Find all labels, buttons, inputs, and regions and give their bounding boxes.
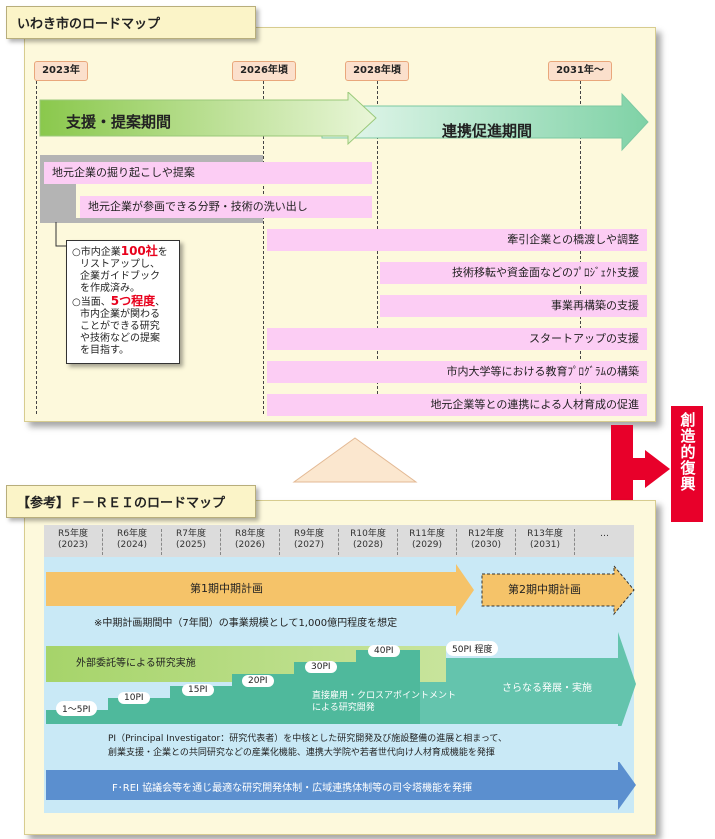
red-connector-arrow xyxy=(611,425,670,517)
note-box: ○市内企業100社を リストアップし、 企業ガイドブック を作成済み。 ○当面、… xyxy=(66,240,180,364)
budget-note: ※中期計画期間中（7年間）の事業規模として1,000億円程度を想定 xyxy=(94,618,398,629)
fiscal-year-label: R5年度 xyxy=(58,529,88,539)
plan2-label: 第2期中期計画 xyxy=(508,583,581,596)
plan1-arrow xyxy=(46,564,474,616)
fiscal-year-number: (2023) xyxy=(58,540,88,550)
fiscal-year-cell: R8年度(2026) xyxy=(221,529,280,555)
pi-step-label: 15PI xyxy=(182,684,214,696)
fiscal-year-cell: R13年度(2031) xyxy=(516,529,575,555)
timeline-line-2023 xyxy=(36,81,37,414)
phase-arrows xyxy=(39,92,649,152)
fiscal-year-number: (2029) xyxy=(412,540,442,550)
direct-employment-label: 直接雇用・クロスアポイントメント による研究開発 xyxy=(312,691,457,713)
bar-project-support: 技術移転や資金面などのﾌﾟﾛｼﾞｪｸﾄ支援 xyxy=(380,262,647,284)
fiscal-year-cell: R6年度(2024) xyxy=(103,529,162,555)
plan1-label: 第1期中期計画 xyxy=(190,582,263,595)
pi-desc-box xyxy=(50,726,630,762)
iwaki-roadmap-title: いわき市のロードマップ xyxy=(6,6,256,39)
fiscal-year-label: R6年度 xyxy=(117,529,147,539)
phase2-arrow xyxy=(321,92,649,152)
pi-step-label: 20PI xyxy=(242,675,274,687)
fiscal-year-number: (2024) xyxy=(117,540,147,550)
fiscal-year-cell: R11年度(2029) xyxy=(398,529,457,555)
fiscal-year-cell: R10年度(2028) xyxy=(339,529,398,555)
year-2028: 2028年頃 xyxy=(345,61,409,81)
further-label: さらなる発展・実施 xyxy=(502,683,592,694)
year-2026: 2026年頃 xyxy=(232,61,296,81)
gray-bracket-bottom xyxy=(40,218,263,223)
fiscal-year-header xyxy=(44,525,634,557)
bar-hr-development: 地元企業等との連携による人材育成の促進 xyxy=(267,394,647,416)
fiscal-year-label: R13年度 xyxy=(527,529,563,539)
bar-startup: スタートアップの支援 xyxy=(267,328,647,350)
pi-description: PI（Principal Investigator：研究代表者）を中核とした研究… xyxy=(108,734,507,758)
fiscal-year-cell: R12年度(2030) xyxy=(457,529,516,555)
pi-step-label: 30PI xyxy=(305,661,337,673)
pi-step-label: 10PI xyxy=(118,692,150,704)
frei-roadmap-title: 【参考】Ｆ－ＲＥＩのロードマップ xyxy=(6,485,256,518)
command-arrow xyxy=(46,760,636,810)
bar-discovery: 地元企業の掘り起こしや提案 xyxy=(44,162,372,184)
bar-fields: 地元企業が参画できる分野・技術の洗い出し xyxy=(80,196,372,218)
pi-step-label: 40PI xyxy=(368,645,400,657)
fiscal-year-number: (2026) xyxy=(235,540,265,550)
timeline-line-2026 xyxy=(263,81,264,414)
fiscal-year-label: R12年度 xyxy=(468,529,504,539)
external-label: 外部委託等による研究実施 xyxy=(76,658,196,669)
phase1-arrow xyxy=(39,92,377,146)
fiscal-year-number: (2031) xyxy=(530,540,560,550)
plan2-arrow xyxy=(481,564,635,616)
fiscal-year-number: (2030) xyxy=(471,540,501,550)
fiscal-year-number: (2027) xyxy=(294,540,324,550)
phase1-label: 支援・提案期間 xyxy=(66,113,172,131)
fiscal-year-label: R8年度 xyxy=(235,529,265,539)
fiscal-year-cell: R7年度(2025) xyxy=(162,529,221,555)
pi-step-label: 1～5PI xyxy=(56,701,97,716)
fiscal-year-cell: … xyxy=(575,529,634,555)
fiscal-year-label: … xyxy=(600,529,609,539)
pi-step-label: 50PI 程度 xyxy=(446,641,499,656)
fiscal-year-label: R10年度 xyxy=(350,529,386,539)
year-2031: 2031年～ xyxy=(548,61,612,81)
bar-restructuring: 事業再構築の支援 xyxy=(380,295,647,317)
further-arrow xyxy=(420,632,636,736)
fiscal-year-row: R5年度(2023)R6年度(2024)R7年度(2025)R8年度(2026)… xyxy=(44,525,634,557)
note-connector xyxy=(55,222,68,247)
gray-bracket-top xyxy=(40,155,263,162)
fiscal-year-cell: R5年度(2023) xyxy=(44,529,103,555)
fiscal-year-label: R11年度 xyxy=(409,529,445,539)
reference-triangle xyxy=(292,437,418,483)
bar-education: 市内大学等における教育ﾌﾟﾛｸﾞﾗﾑの構築 xyxy=(267,361,647,383)
bar-bridging: 牽引企業との橋渡しや調整 xyxy=(267,229,647,251)
fiscal-year-number: (2028) xyxy=(353,540,383,550)
fiscal-year-number: (2025) xyxy=(176,540,206,550)
creative-reconstruction-label: 創造的復興 xyxy=(671,406,703,522)
command-label: F･REI 協議会等を通じ最適な研究開発体制・広域連携体制等の司令塔機能を発揮 xyxy=(112,783,473,794)
fiscal-year-label: R9年度 xyxy=(294,529,324,539)
phase2-label: 連携促進期間 xyxy=(442,122,533,140)
fiscal-year-cell: R9年度(2027) xyxy=(280,529,339,555)
year-2023: 2023年 xyxy=(34,61,88,81)
fiscal-year-label: R7年度 xyxy=(176,529,206,539)
